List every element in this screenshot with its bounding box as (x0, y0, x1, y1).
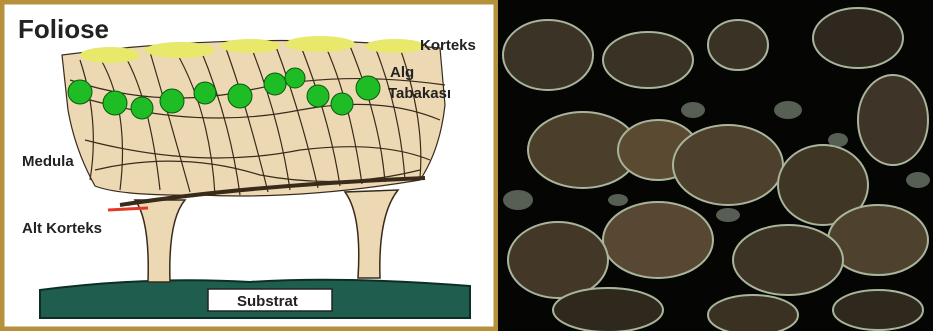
label-korteks: Korteks (420, 37, 476, 54)
label-alt-korteks: Alt Korteks (22, 220, 102, 237)
diagram-title: Foliose (18, 14, 109, 44)
alt-korteks-mark (108, 208, 148, 210)
label-alg: Alg (390, 64, 414, 81)
label-medula: Medula (22, 153, 74, 170)
foliose-diagram: Foliose Korteks Alg Tabakası Medula Alt … (0, 0, 498, 331)
label-tabakasi: Tabakası (388, 85, 451, 102)
label-substrat: Substrat (237, 293, 298, 310)
hyphae-network (62, 40, 445, 196)
lichen-photo (498, 0, 933, 331)
